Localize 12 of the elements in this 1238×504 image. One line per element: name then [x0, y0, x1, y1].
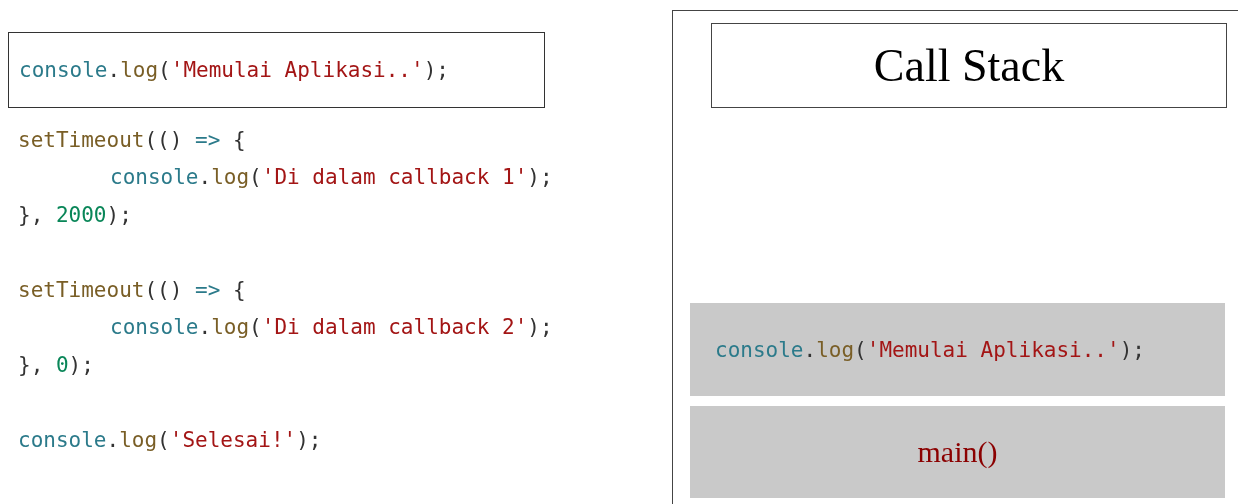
code-line: console.log('Selesai!');: [18, 428, 322, 452]
code-line: setTimeout(() => {: [18, 128, 246, 152]
call-stack-title: Call Stack: [711, 23, 1227, 108]
code-highlight-box: console.log('Memulai Aplikasi..');: [8, 32, 545, 108]
stack-frame: console.log('Memulai Aplikasi..');: [690, 303, 1225, 396]
code-line: }, 0);: [18, 353, 94, 377]
code-line: setTimeout(() => {: [18, 278, 246, 302]
code-line: console.log('Di dalam callback 1');: [110, 165, 553, 189]
call-stack-panel: [672, 10, 1238, 504]
code-line: console.log('Di dalam callback 2');: [110, 315, 553, 339]
stack-frame: main(): [690, 406, 1225, 498]
code-line: }, 2000);: [18, 203, 132, 227]
